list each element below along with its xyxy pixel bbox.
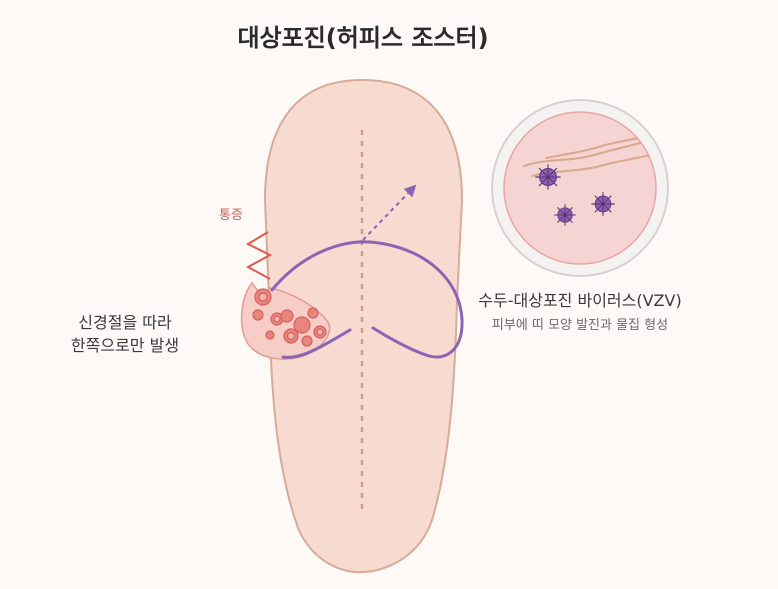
diagram-title: 대상포진(허피스 조스터)	[237, 24, 488, 52]
virus-particle-icon	[591, 192, 615, 216]
vesicle	[293, 316, 311, 334]
rash-patch	[240, 281, 331, 360]
vesicle	[307, 307, 319, 319]
vesicle	[280, 309, 294, 323]
pain-zigzag-icon	[245, 231, 273, 280]
dermatome-note-line2: 한쪽으로만 발생	[71, 336, 179, 355]
virus-name-label: 수두-대상포진 바이러스(VZV)	[478, 291, 681, 310]
magnified-skin-inset	[491, 99, 669, 277]
torso-outline	[263, 78, 464, 574]
dermatome-band	[270, 240, 464, 359]
virus-description-label: 피부에 띠 모양 발진과 물집 형성	[492, 318, 668, 333]
dermatome-note-line1: 신경절을 따라	[78, 313, 172, 332]
virus-particle-icon	[554, 204, 576, 226]
vesicle	[265, 330, 275, 340]
virus-particle-icon	[535, 164, 561, 190]
vesicle	[252, 309, 264, 321]
pain-label: 통증	[219, 208, 243, 223]
vesicle	[301, 335, 313, 347]
